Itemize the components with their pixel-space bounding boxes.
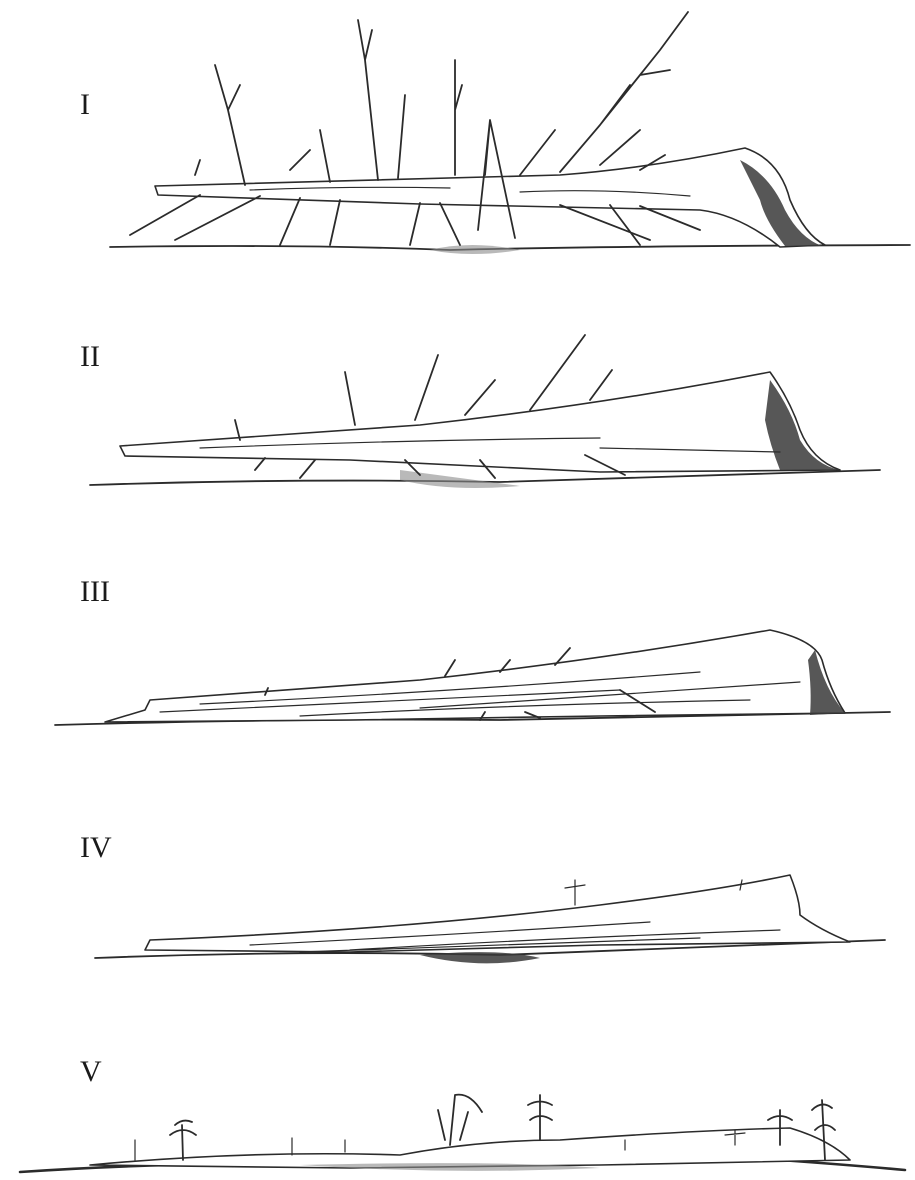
stage-3-log-bark-sloughing <box>0 610 915 740</box>
stage-1-fresh-log-with-branches <box>0 0 915 280</box>
stage-label-4: IV <box>80 833 112 863</box>
stage-5-log-integrated-into-soil <box>0 1060 915 1180</box>
stage-2-log-losing-branches <box>0 320 915 510</box>
stage-label-3: III <box>80 577 110 607</box>
stage-4-log-decomposing <box>0 860 915 980</box>
